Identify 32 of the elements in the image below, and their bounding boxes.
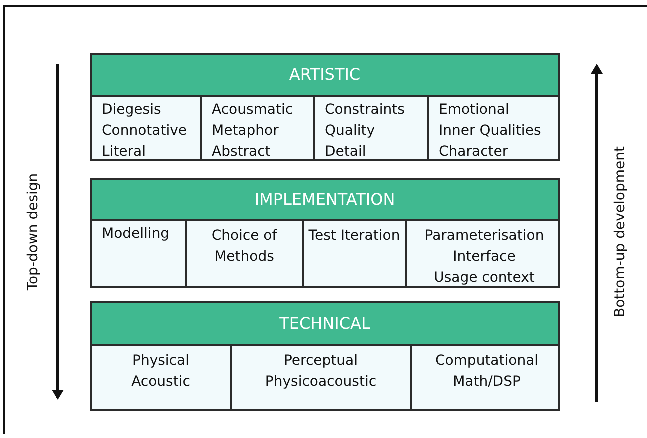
term-label: Computational — [434, 352, 540, 371]
term-label: Test Iteration — [308, 227, 401, 246]
direction-label: Top-down design — [25, 173, 42, 291]
term-label: Connotative — [102, 122, 188, 141]
layer-title: ARTISTIC — [92, 55, 558, 97]
layer-panel — [90, 178, 560, 288]
layer-title: IMPLEMENTATION — [92, 180, 558, 221]
term-label: Detail — [325, 143, 368, 162]
term-label: Literal — [102, 143, 148, 162]
direction-label: Bottom-up development — [612, 146, 628, 318]
term-label: Physicoacoustic — [264, 373, 378, 392]
term-label: Constraints — [325, 101, 406, 120]
term-label: Abstract — [212, 143, 272, 162]
layer-title: TECHNICAL — [92, 303, 558, 346]
term-label: Usage context — [433, 269, 536, 288]
layer-panel — [90, 301, 560, 411]
term-label: Inner Qualities — [439, 122, 542, 141]
term-label: Modelling — [102, 225, 171, 244]
term-label: Physical — [132, 352, 190, 371]
term-label: Parameterisation — [424, 227, 546, 246]
term-label: Emotional — [439, 101, 510, 120]
term-label: Diegesis — [102, 101, 162, 120]
term-label: Metaphor — [212, 122, 280, 141]
term-label: Character — [439, 143, 510, 162]
term-label: Choice of Methods — [210, 227, 278, 267]
term-label: Math/DSP — [452, 373, 522, 392]
term-label: Acoustic — [130, 373, 192, 392]
term-label: Acousmatic — [212, 101, 294, 120]
term-label: Perceptual — [282, 352, 360, 371]
term-label: Quality — [325, 122, 376, 141]
term-label: Interface — [452, 248, 517, 267]
layer-panel — [90, 53, 560, 161]
